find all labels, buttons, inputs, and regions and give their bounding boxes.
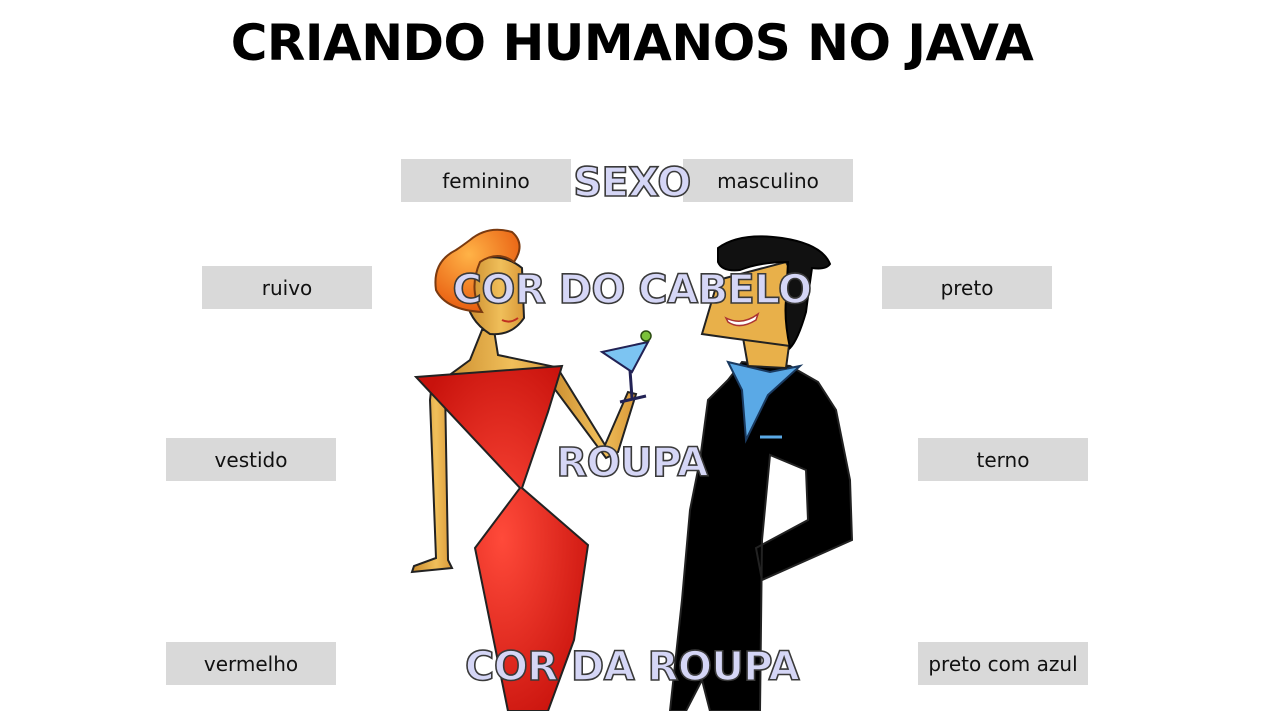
category-label-roupa: ROUPA bbox=[555, 439, 708, 487]
option-feminino-button[interactable]: feminino bbox=[401, 159, 571, 202]
category-label-cor-do-cabelo: COR DO CABELO bbox=[452, 266, 813, 314]
option-ruivo-button[interactable]: ruivo bbox=[202, 266, 372, 309]
man-figure bbox=[668, 235, 854, 711]
woman-figure bbox=[410, 228, 652, 711]
page-title: CRIANDO HUMANOS NO JAVA bbox=[230, 14, 1034, 72]
option-masculino-button[interactable]: masculino bbox=[683, 159, 853, 202]
option-terno-button[interactable]: terno bbox=[918, 438, 1088, 481]
option-preto-com-azul-button[interactable]: preto com azul bbox=[918, 642, 1088, 685]
category-label-cor-da-roupa: COR DA ROUPA bbox=[464, 643, 800, 691]
category-label-sexo: SEXO bbox=[572, 159, 692, 207]
option-vestido-button[interactable]: vestido bbox=[166, 438, 336, 481]
option-preto-button[interactable]: preto bbox=[882, 266, 1052, 309]
option-vermelho-button[interactable]: vermelho bbox=[166, 642, 336, 685]
